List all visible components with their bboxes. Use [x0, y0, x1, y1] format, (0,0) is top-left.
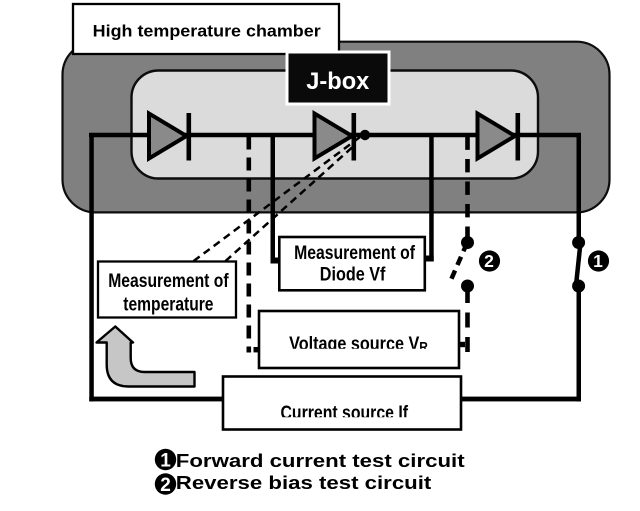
svg-text:J-box: J-box	[306, 68, 370, 95]
svg-text:2: 2	[484, 251, 494, 271]
svg-text:Reverse bias test circuit: Reverse bias test circuit	[176, 472, 431, 493]
svg-text:Current source If: Current source If	[281, 403, 409, 424]
svg-text:Measurement of: Measurement of	[108, 271, 229, 292]
svg-text:Voltage source VR: Voltage source VR	[289, 334, 428, 355]
svg-text:High temperature chamber: High temperature chamber	[93, 22, 321, 41]
svg-text:1: 1	[160, 451, 171, 472]
svg-text:Measurement of: Measurement of	[294, 243, 415, 264]
svg-text:1: 1	[593, 251, 603, 271]
svg-text:Diode Vf: Diode Vf	[320, 265, 386, 286]
svg-text:2: 2	[160, 475, 171, 496]
svg-text:Forward current test circuit: Forward current test circuit	[176, 450, 465, 471]
svg-text:temperature: temperature	[123, 295, 213, 316]
